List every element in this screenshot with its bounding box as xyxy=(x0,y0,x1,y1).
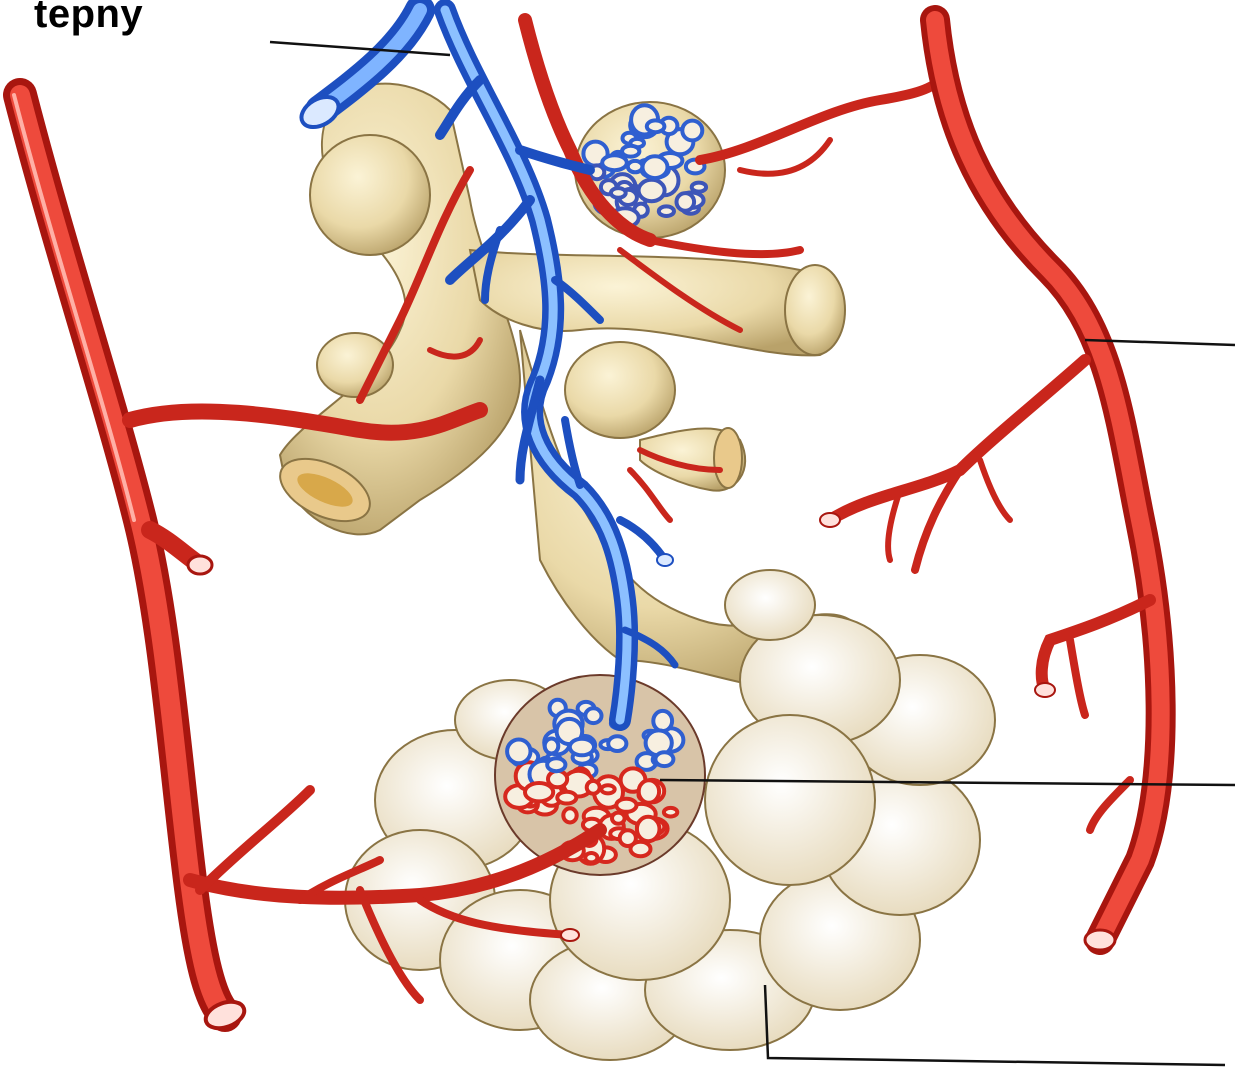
capillary-cell xyxy=(612,813,625,824)
leader-top-left xyxy=(270,42,450,55)
capillary-cell xyxy=(620,830,636,846)
capillary-cell xyxy=(659,206,674,216)
capillary-cell xyxy=(545,739,559,754)
capillary-cell xyxy=(602,155,627,170)
capillary-cell xyxy=(628,161,643,172)
heading-label: tepny xyxy=(34,0,143,38)
capillary-cell xyxy=(570,739,594,756)
capillary-cell xyxy=(587,781,600,794)
capillary-cell xyxy=(563,808,576,822)
capillary-cell xyxy=(664,808,677,817)
capillary-cell xyxy=(585,853,597,862)
capillary-cell xyxy=(639,180,665,201)
capillary-cell xyxy=(692,183,706,192)
capillary-cell xyxy=(608,736,626,751)
capillary-cell xyxy=(622,146,639,157)
capillary-cell xyxy=(643,156,668,178)
capillary-cell xyxy=(647,120,665,132)
capillary-cell xyxy=(507,740,530,764)
capillary-cell xyxy=(677,193,695,211)
capillary-cell xyxy=(611,188,626,198)
capillary-cell xyxy=(616,799,636,812)
capillary-cell xyxy=(639,780,659,802)
capillary-cell xyxy=(601,785,614,793)
capillary-cell xyxy=(585,708,601,723)
capillary-cell xyxy=(547,758,565,771)
capillary-cell xyxy=(557,792,576,804)
capillary-cell xyxy=(682,121,702,141)
capillary-cell xyxy=(525,783,553,801)
capillary-cell xyxy=(637,817,660,841)
capillary-cell xyxy=(653,711,672,731)
capillary-cell xyxy=(655,752,673,766)
